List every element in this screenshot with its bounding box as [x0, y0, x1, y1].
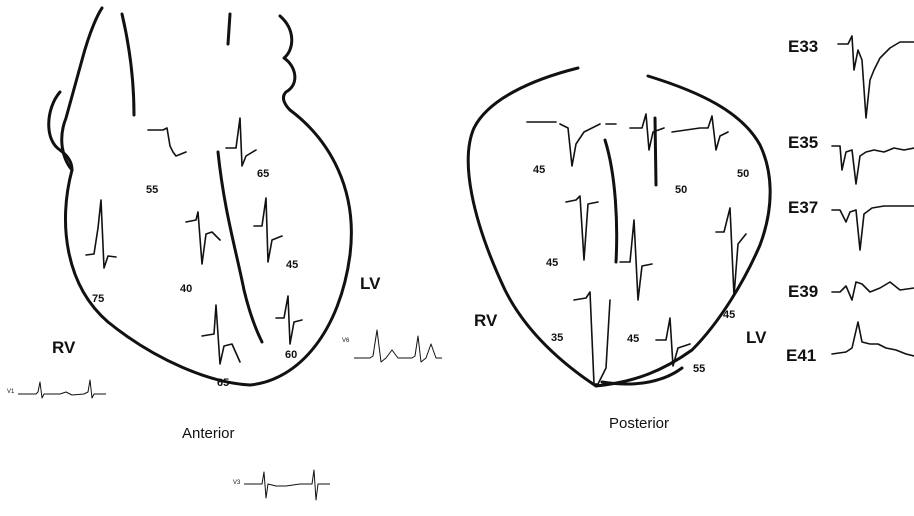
posterior-site-value: 55: [693, 363, 705, 375]
posterior-site-value: 45: [627, 333, 639, 345]
anterior-heart-outline: [65, 110, 351, 385]
e37-trace: [832, 206, 914, 250]
electrogram: [186, 212, 220, 264]
v3-trace: [244, 470, 330, 500]
electrogram: [148, 128, 186, 156]
electrogram: [656, 318, 690, 366]
electrogram: [276, 296, 302, 344]
surface-lead-v1: V1: [7, 380, 106, 398]
posterior-rv-label: RV: [474, 311, 498, 330]
anterior-site-value: 65: [257, 168, 269, 180]
electrogram: [202, 305, 240, 364]
electrogram: [86, 200, 116, 268]
esophageal-leads: E33 E35 E37 E39 E41: [786, 36, 914, 365]
anterior-aorta: [122, 14, 230, 115]
electrogram: [620, 220, 652, 300]
electrogram: [630, 114, 664, 150]
posterior-caption: Posterior: [609, 415, 669, 432]
anterior-pulmonary-artery: [280, 16, 295, 110]
posterior-site-value: 50: [675, 184, 687, 196]
posterior-lv-label: LV: [746, 328, 767, 347]
electrogram: [254, 198, 282, 262]
anterior-lv-label: LV: [360, 274, 381, 293]
e33-trace: [838, 36, 914, 118]
lead-label-v6: V6: [342, 338, 350, 344]
posterior-inner-left: [605, 140, 617, 262]
anterior-site-value: 65: [217, 377, 229, 389]
e39-trace: [832, 282, 914, 300]
v1-trace: [18, 380, 106, 398]
anterior-septum-groove: [218, 152, 262, 342]
anterior-heart: 55 65 75 40 45 60 65 RV LV Anterior: [49, 8, 381, 442]
esophageal-lead-label-e35: E35: [788, 133, 818, 152]
lead-label-v1: V1: [7, 389, 15, 395]
anterior-rv-label: RV: [52, 338, 76, 357]
posterior-heart: 45 50 50 45 45 35 45 55 RV LV Posterior: [468, 68, 770, 432]
esophageal-lead-label-e37: E37: [788, 198, 818, 217]
esophageal-lead-label-e39: E39: [788, 282, 818, 301]
posterior-inner-mid: [655, 118, 656, 185]
lead-label-v3: V3: [233, 480, 241, 486]
posterior-site-value: 45: [533, 164, 545, 176]
anterior-site-value: 55: [146, 184, 158, 196]
anterior-site-value: 45: [286, 259, 298, 271]
e35-trace: [832, 146, 914, 184]
e41-trace: [832, 322, 914, 356]
anterior-caption: Anterior: [182, 425, 235, 442]
electrogram: [566, 196, 598, 260]
anterior-right-atrium: [62, 8, 102, 170]
posterior-site-value: 50: [737, 168, 749, 180]
electrogram: [226, 118, 256, 166]
esophageal-lead-label-e33: E33: [788, 37, 818, 56]
anterior-electrograms: [86, 118, 302, 364]
anterior-site-value: 60: [285, 349, 297, 361]
surface-lead-v3: V3: [233, 470, 330, 500]
esophageal-lead-label-e41: E41: [786, 346, 816, 365]
posterior-site-value: 45: [723, 309, 735, 321]
anterior-site-value: 75: [92, 293, 104, 305]
v6-trace: [354, 330, 442, 362]
posterior-site-value: 35: [551, 332, 563, 344]
surface-lead-v6: V6: [342, 330, 442, 362]
posterior-site-value: 45: [546, 257, 558, 269]
electrogram: [574, 292, 610, 384]
electrogram: [672, 116, 728, 150]
electrogram: [527, 122, 616, 166]
anterior-site-value: 40: [180, 283, 192, 295]
